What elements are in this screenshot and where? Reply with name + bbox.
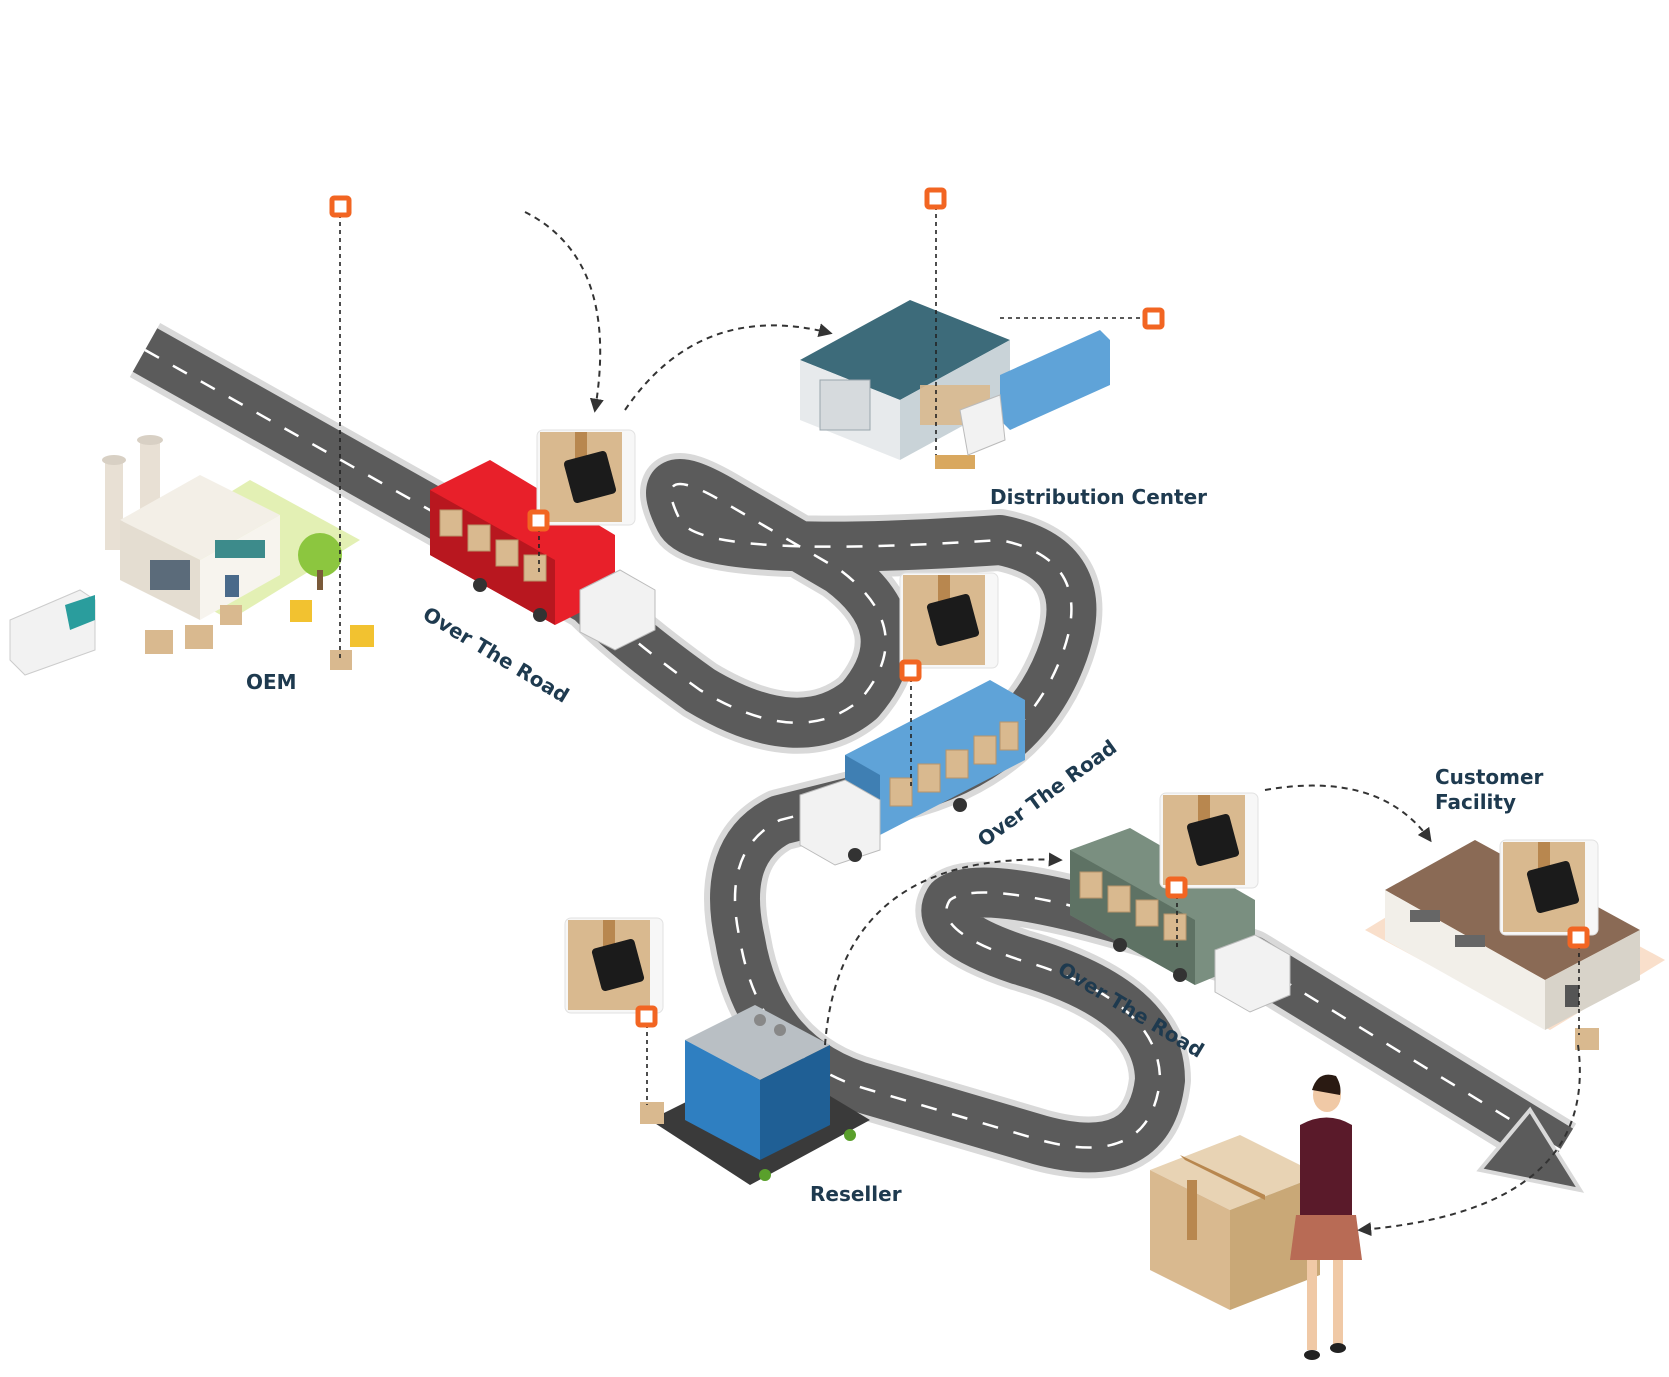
tracker-callouts [536,429,1599,1014]
distribution-center-label: Distribution Center [990,485,1208,509]
office-building-icon [640,1005,870,1185]
truck-icon [1070,828,1291,1013]
truck-icon [799,680,1025,866]
tracker-device-icon [899,572,999,669]
customer-facility-label-line1: Customer [1435,765,1544,789]
tracker-device-icon [1499,839,1599,936]
truck-icon [430,460,656,651]
customer-facility-label-line2: Facility [1435,790,1517,814]
flow-arrows [524,211,1581,1237]
package-icon [1575,1028,1599,1050]
tracker-guide-lines [339,198,1580,1105]
package-icon [1150,1135,1320,1310]
person-icon [1290,1074,1362,1360]
tracker-device-icon [1159,792,1259,889]
package-icon [640,1102,664,1124]
tracker-device-icon [564,917,664,1014]
package-icon [330,650,352,670]
oem-label: OEM [246,670,297,694]
road-arrowhead-icon [1476,1106,1585,1193]
reseller-label: Reseller [810,1182,902,1206]
tracker-markers [329,187,1590,1028]
factory-icon [9,435,374,676]
tracker-device-icon [536,429,636,526]
warehouse-icon [800,300,1110,469]
